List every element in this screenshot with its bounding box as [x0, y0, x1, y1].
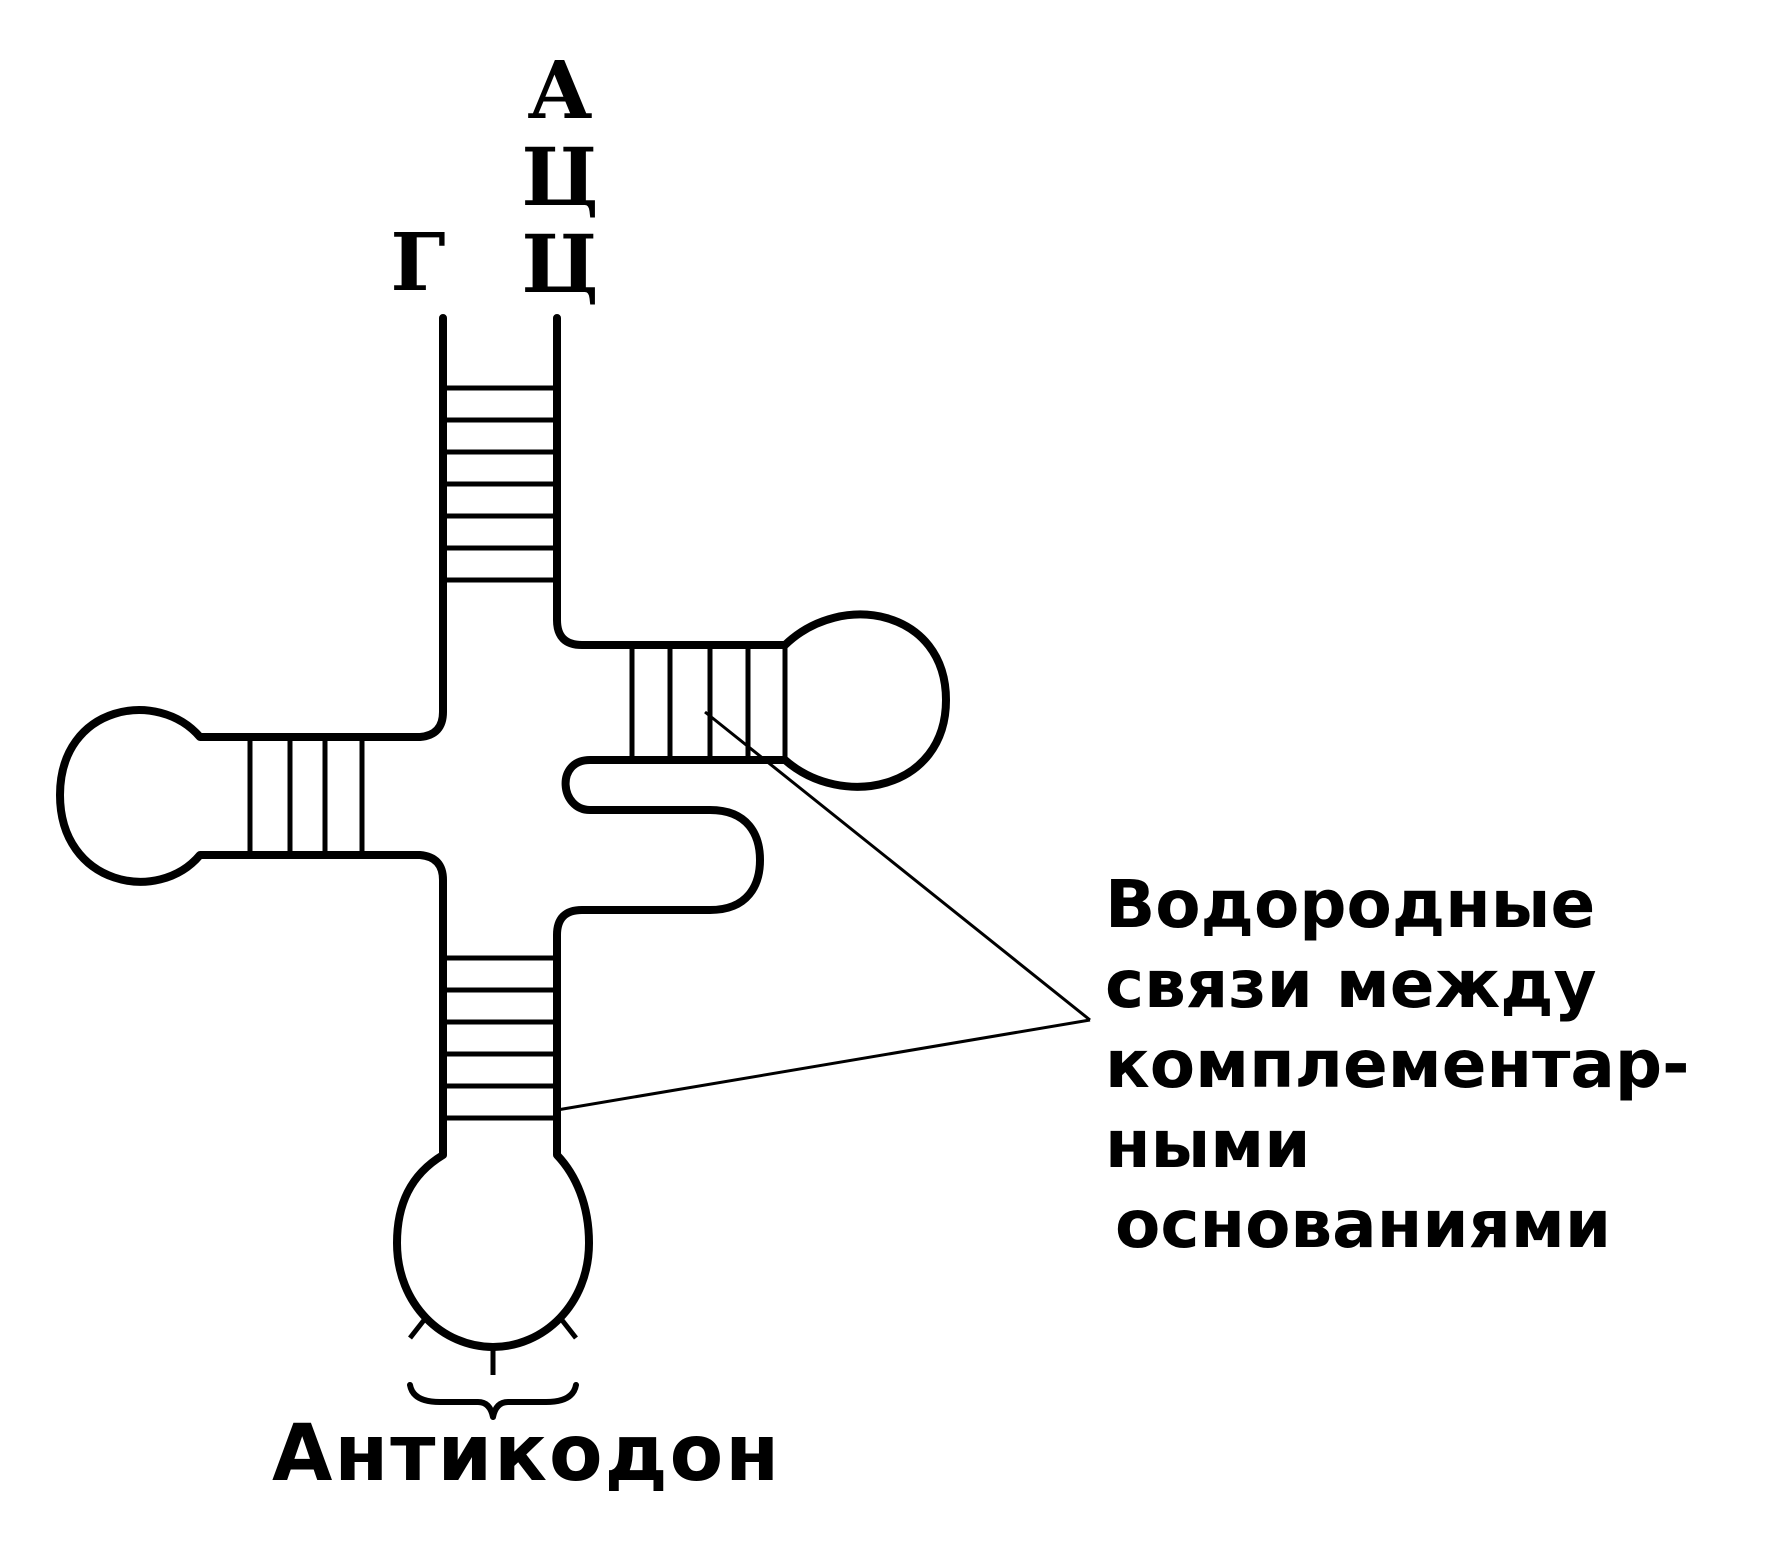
caption-line: основаниями	[1115, 1186, 1612, 1263]
acceptor-stem-bonds	[443, 385, 557, 583]
hydrogen-bonds-caption: Водородные связи между комплементар- ным…	[1105, 872, 1690, 1272]
nucleotide-c1-label: Ц	[521, 130, 598, 224]
trna-strand-left	[56, 314, 950, 1351]
nucleotide-g-label: Г	[390, 215, 445, 309]
caption-line: комплементар-	[1105, 1026, 1690, 1103]
d-arm-bonds	[247, 737, 365, 855]
nucleotide-a-label: А	[527, 43, 592, 137]
caption-line: ными	[1105, 1106, 1311, 1183]
anticodon-stem-bonds	[443, 955, 557, 1121]
caption-line: Водородные	[1105, 866, 1596, 943]
caption-line: связи между	[1105, 946, 1597, 1023]
nucleotide-c2-label: Ц	[521, 217, 598, 311]
anticodon-label: Антикодон	[272, 1409, 782, 1499]
anticodon-brace	[407, 1382, 579, 1420]
t-arm-bonds	[629, 645, 788, 760]
anticodon-base-ticks	[408, 1313, 578, 1375]
hydrogen-bond-leader-lines	[556, 710, 1091, 1112]
